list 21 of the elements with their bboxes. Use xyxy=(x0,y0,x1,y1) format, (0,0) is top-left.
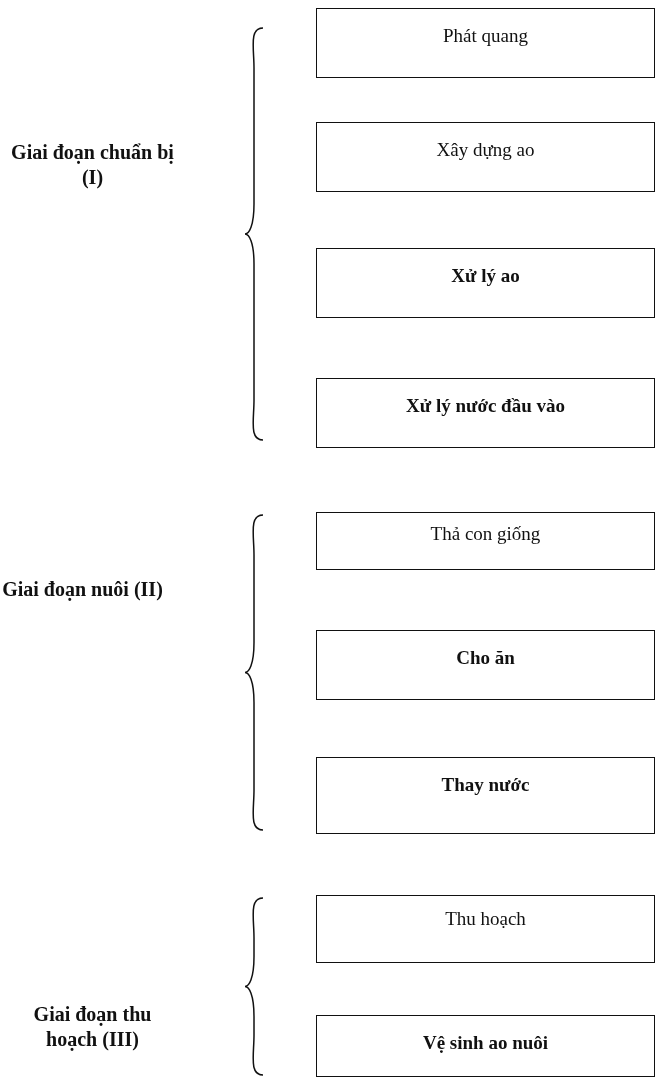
process-box xyxy=(316,8,655,78)
stage-label: Giai đoạn nuôi (II) xyxy=(1,577,164,602)
stage-label: Giai đoạn chuẩn bị (I) xyxy=(10,140,175,190)
process-box xyxy=(316,757,655,834)
step-text: Xây dựng ao xyxy=(436,139,535,160)
process-box xyxy=(316,1015,655,1077)
process-box xyxy=(316,378,655,448)
step-text: Xử lý ao xyxy=(451,265,520,286)
process-box xyxy=(316,895,655,963)
process-box xyxy=(316,630,655,700)
step-text: Vệ sinh ao nuôi xyxy=(422,1032,549,1053)
step-text: Cho ăn xyxy=(456,647,515,668)
process-box xyxy=(316,512,655,570)
step-text: Thay nước xyxy=(441,774,530,795)
stage-label: Giai đoạn thu hoạch (III) xyxy=(32,1002,153,1052)
process-box xyxy=(316,248,655,318)
step-text: Thu hoạch xyxy=(445,908,526,929)
process-box xyxy=(316,122,655,192)
step-text: Phát quang xyxy=(443,25,528,46)
step-text: Thả con giống xyxy=(430,523,541,544)
step-text: Xử lý nước đầu vào xyxy=(406,395,565,416)
